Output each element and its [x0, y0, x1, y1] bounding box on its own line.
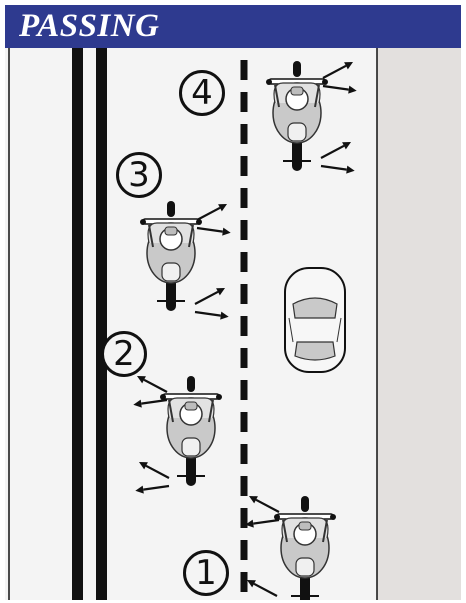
double-center-line-left: [72, 48, 83, 600]
direction-arrow-icon: [193, 285, 227, 308]
motorcycle-icon: [160, 376, 222, 486]
direction-arrow-icon: [194, 308, 229, 321]
direction-arrow-icon: [321, 59, 355, 82]
step-number-1: 1: [183, 550, 229, 596]
shoulder-area: [377, 48, 461, 600]
road-svg: [5, 48, 461, 600]
direction-arrow-icon: [247, 493, 281, 516]
direction-arrow-icon: [320, 162, 355, 175]
double-center-line-right: [96, 48, 107, 600]
road-scene: 4 3 2 1: [5, 48, 461, 600]
title-banner: PASSING: [5, 5, 461, 48]
direction-arrow-icon: [245, 577, 279, 600]
step-number-4: 4: [179, 70, 225, 116]
motorcycle-icon: [140, 201, 202, 311]
motorcycle-icon: [266, 61, 328, 171]
motorcycle-icon: [274, 496, 336, 600]
car-icon: [285, 268, 345, 372]
step-number-2: 2: [101, 331, 147, 377]
direction-arrow-icon: [137, 459, 171, 482]
diagram-title: PASSING: [19, 8, 159, 45]
direction-arrow-icon: [135, 482, 170, 495]
direction-arrow-icon: [319, 139, 353, 162]
step-number-3: 3: [116, 152, 162, 198]
direction-arrow-icon: [196, 224, 231, 237]
direction-arrow-icon: [322, 82, 357, 95]
direction-arrow-icon: [135, 373, 169, 396]
